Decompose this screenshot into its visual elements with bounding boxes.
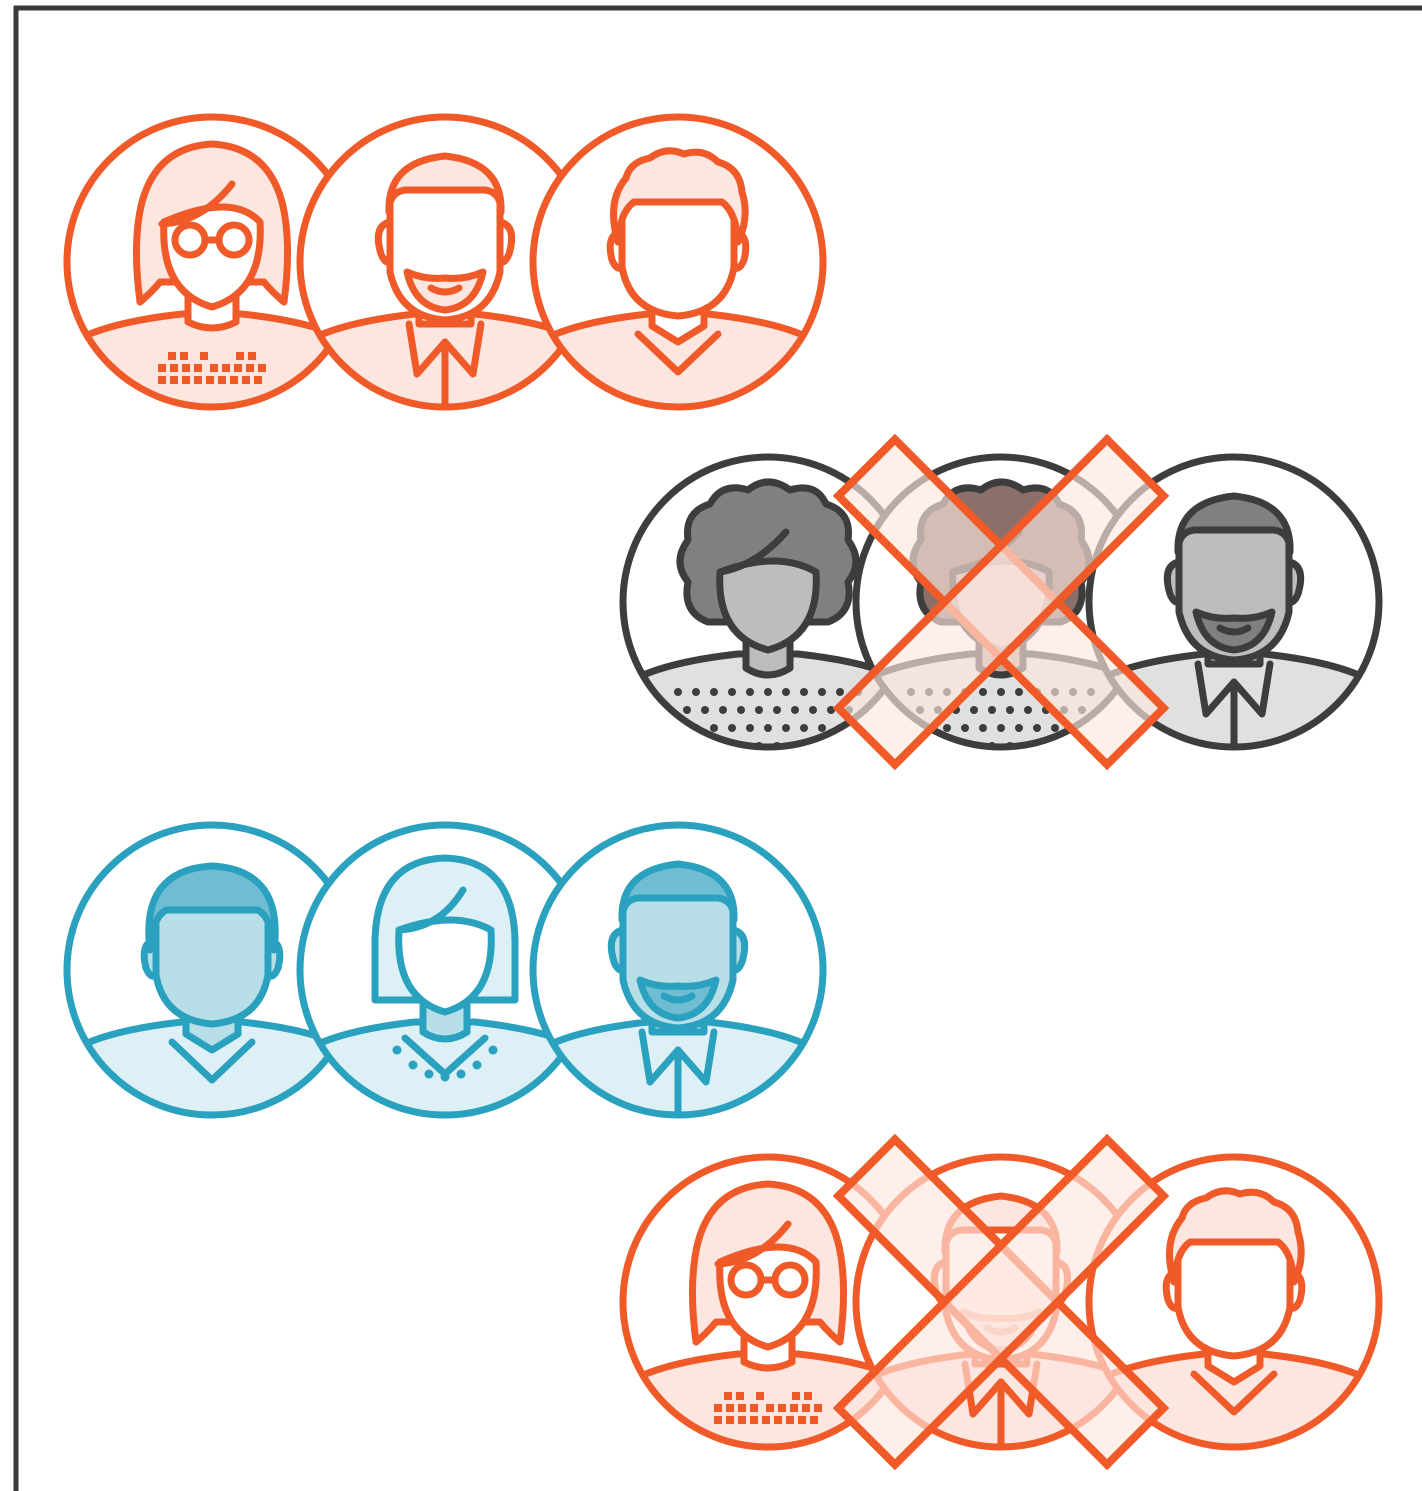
orange-team-bottom — [598, 1139, 1404, 1472]
avatar-groups — [42, 117, 1404, 1472]
gray-team — [598, 439, 1404, 772]
blue-team — [42, 825, 848, 1140]
bearded-man-avatar-icon — [508, 825, 848, 1140]
orange-team-top — [42, 117, 848, 432]
curly-hair-man-avatar-icon — [508, 117, 848, 432]
